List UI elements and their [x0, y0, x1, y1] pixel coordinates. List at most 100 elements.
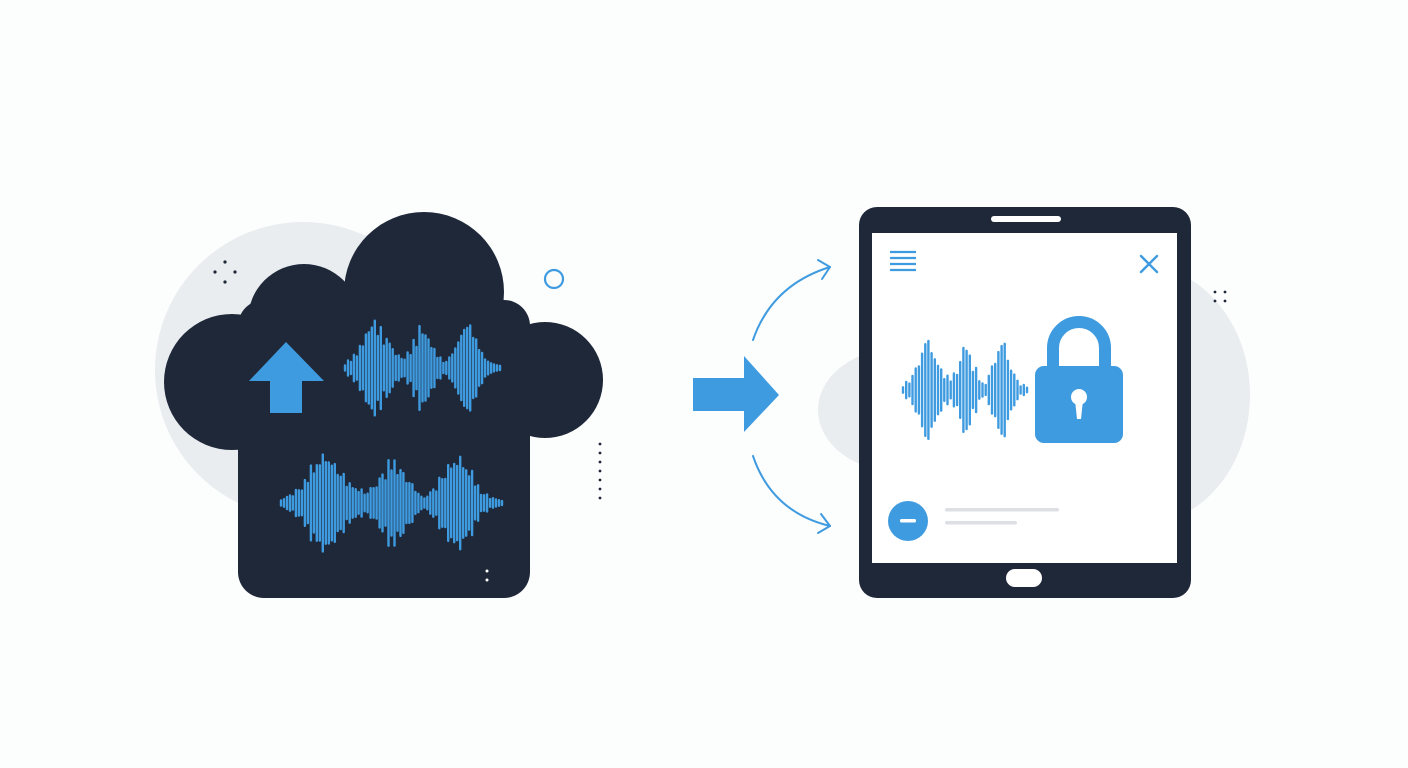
waveform-bar [1022, 383, 1025, 397]
waveform-bar [406, 351, 409, 385]
waveform-bar [492, 363, 496, 373]
waveform-bar [291, 495, 295, 511]
waveform-bar [396, 473, 399, 532]
upload-arrow-icon [249, 342, 324, 413]
waveform-bar [959, 360, 962, 420]
waveform-bar [1000, 344, 1003, 435]
dot [598, 451, 602, 455]
waveform-bar [927, 339, 930, 441]
waveform-bar [426, 495, 429, 511]
waveform-bar [495, 364, 499, 372]
waveform-bar [489, 362, 493, 374]
waveform-bar [1009, 369, 1013, 411]
waveform-bar [369, 486, 372, 519]
close-icon[interactable] [1139, 254, 1159, 274]
waveform-bar [343, 364, 347, 372]
minus-circle-icon[interactable] [888, 501, 928, 541]
waveform-bar [917, 365, 921, 415]
waveform-bar [339, 475, 342, 531]
waveform-bar [486, 360, 490, 376]
waveform-bar [408, 481, 411, 525]
waveform-bar [375, 486, 378, 520]
waveform-bar [438, 476, 441, 530]
waveform-bar [376, 334, 379, 402]
waveform-bar [965, 349, 968, 431]
waveform-bar [358, 344, 362, 392]
dot [598, 460, 602, 464]
waveform-bar [391, 348, 394, 388]
waveform-bar [488, 497, 492, 508]
menu-icon[interactable] [890, 250, 916, 272]
waveform-bar [1013, 373, 1016, 407]
waveform-bar [349, 360, 353, 376]
waveform-bar [445, 360, 448, 376]
waveform-bar [315, 464, 318, 542]
waveform-bar [952, 372, 956, 408]
waveform-bar [405, 481, 408, 525]
waveform-bar [441, 478, 444, 528]
waveform-bar [379, 325, 382, 411]
waveform-bar [411, 483, 414, 524]
waveform-bar [994, 362, 997, 418]
waveform-bar [444, 477, 447, 529]
waveform-bar [497, 499, 501, 507]
right-arrow-icon [693, 356, 779, 432]
waveform-bar [1019, 385, 1022, 395]
waveform-bar [352, 353, 356, 383]
waveform-bar [469, 324, 472, 412]
waveform-bar [1006, 359, 1010, 421]
audio-waveform-icon [343, 319, 502, 417]
decorative-dots [213, 260, 1227, 500]
waveform-bar [309, 464, 313, 542]
waveform-bar [448, 356, 451, 380]
waveform-bar [924, 343, 927, 438]
waveform-bar [321, 453, 324, 553]
waveform-bar [324, 461, 327, 545]
waveform-bar [355, 355, 359, 381]
tablet-speaker [991, 216, 1061, 222]
waveform-bar [479, 493, 483, 513]
waveform-bar [372, 487, 375, 519]
waveform-bar [920, 352, 924, 428]
waveform-bar [949, 380, 952, 400]
waveform-bar [465, 469, 468, 537]
waveform-bar [346, 359, 350, 377]
waveform-bar [381, 473, 384, 533]
waveform-bar [930, 352, 933, 428]
audio-waveform-icon [279, 453, 504, 553]
waveform-bar [482, 494, 486, 512]
waveform-bar [494, 498, 498, 508]
waveform-bar [990, 365, 994, 415]
waveform-bar [384, 479, 387, 527]
waveform-bar [402, 471, 405, 535]
waveform-bar [312, 472, 316, 534]
tablet-home-button[interactable] [1006, 569, 1042, 587]
waveform-bar [342, 472, 345, 534]
waveform-bar [285, 495, 289, 511]
waveform-bar [420, 495, 423, 511]
waveform-bar [940, 368, 943, 412]
dot [598, 469, 602, 473]
waveform-bar [462, 467, 465, 539]
waveform-bar [288, 494, 292, 512]
padlock-keyhole [1071, 389, 1087, 405]
placeholder-line [945, 521, 1017, 525]
waveform-bar [981, 382, 984, 398]
waveform-bar [345, 485, 348, 521]
padlock-shackle [1047, 316, 1111, 370]
waveform-bar [294, 488, 298, 518]
waveform-bar [447, 463, 450, 543]
dot [223, 260, 227, 264]
dot [223, 280, 227, 284]
waveform-bar [354, 488, 357, 518]
waveform-bar [279, 499, 283, 507]
waveform-bar [1025, 386, 1029, 394]
waveform-bar [370, 326, 373, 410]
waveform-bar [421, 333, 424, 403]
waveform-bar [363, 493, 366, 513]
waveform-bar [436, 356, 439, 380]
curved-arrow-icon [752, 259, 831, 341]
waveform-bar [433, 347, 436, 389]
dot [233, 270, 237, 274]
